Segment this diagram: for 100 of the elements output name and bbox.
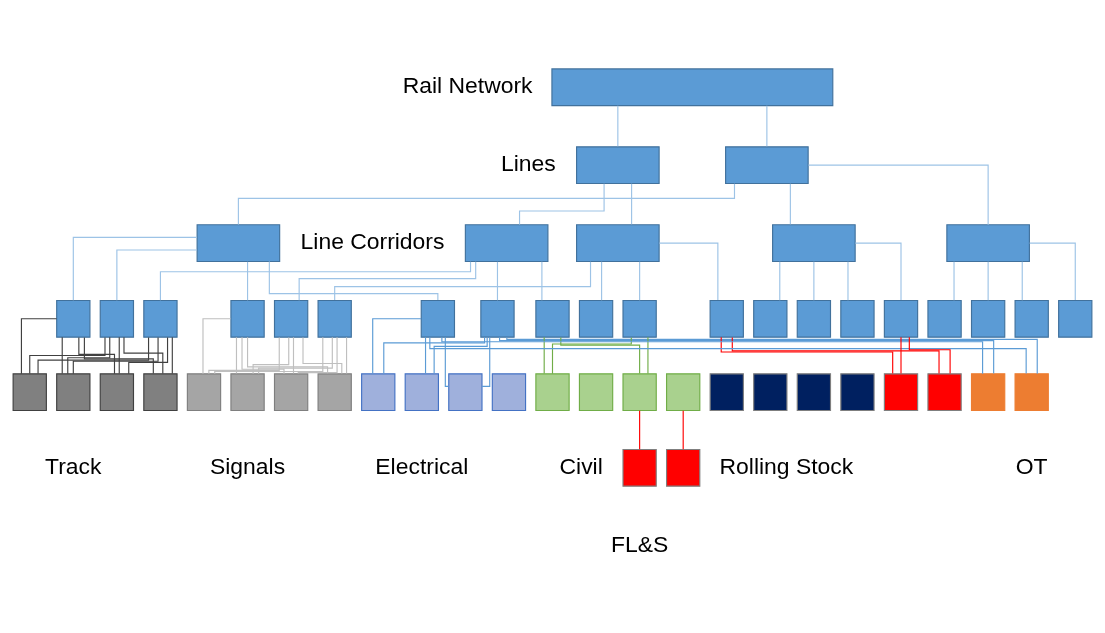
connector (900, 336, 902, 374)
node-box (535, 299, 570, 338)
node-box (56, 299, 91, 338)
label: Signals (209, 452, 286, 479)
connector (372, 318, 422, 375)
connector (247, 336, 329, 374)
node-box (99, 299, 135, 338)
node-box (666, 448, 701, 487)
node-box (622, 373, 657, 412)
node-box (317, 373, 352, 412)
label: Civil (559, 452, 603, 479)
node-box (578, 373, 614, 412)
node-box (576, 146, 660, 185)
node-box (464, 224, 549, 263)
connector (29, 337, 106, 374)
node-box (448, 373, 483, 412)
connector (541, 261, 543, 301)
node-box (883, 373, 919, 412)
node-box (840, 373, 875, 412)
connector (617, 105, 619, 147)
node-box (491, 373, 527, 412)
node-box (709, 373, 744, 412)
connector (298, 261, 477, 301)
node-box (576, 224, 660, 263)
connector (20, 318, 58, 375)
connector (208, 336, 280, 375)
node-box (143, 373, 178, 412)
connector (214, 336, 324, 375)
connector (383, 336, 486, 375)
connector (433, 336, 488, 375)
connector (908, 336, 951, 374)
connector (813, 261, 815, 301)
connector (116, 249, 198, 301)
connector (424, 336, 427, 374)
connector (1029, 242, 1076, 301)
node-box (404, 373, 439, 412)
node-box (1014, 373, 1049, 412)
node-box (970, 373, 1006, 412)
connector (601, 261, 603, 301)
node-box (1014, 299, 1049, 338)
node-box (725, 146, 809, 185)
node-box (622, 299, 657, 338)
label: Electrical (375, 452, 469, 479)
connector (171, 336, 173, 374)
connector (854, 242, 902, 301)
connector (496, 261, 499, 301)
node-box (883, 299, 919, 338)
connector (647, 336, 649, 374)
node-box (796, 373, 832, 412)
node-box (772, 224, 856, 263)
node-box (480, 299, 515, 338)
connector (560, 336, 641, 375)
connector (235, 336, 238, 374)
node-box (99, 373, 135, 412)
label: Line Corridors (300, 227, 445, 254)
connector (268, 261, 439, 301)
node-box (551, 68, 834, 107)
connector (631, 183, 633, 225)
node-box (535, 373, 570, 412)
node-box (186, 373, 222, 412)
connector (252, 336, 290, 375)
connector (682, 410, 684, 450)
connector (37, 336, 150, 375)
node-box (946, 224, 1030, 263)
connector (789, 183, 791, 225)
node-box (1058, 299, 1093, 338)
connector (639, 410, 641, 450)
connector (720, 336, 894, 375)
node-box (753, 299, 788, 338)
node-box (622, 448, 657, 487)
connector (731, 336, 940, 375)
connector (658, 242, 719, 301)
connector (202, 318, 232, 375)
node-box (666, 373, 701, 412)
connector (334, 261, 592, 301)
connector (847, 261, 849, 301)
connector (953, 261, 955, 301)
connector (292, 336, 295, 374)
node-box (420, 299, 456, 338)
node-box (196, 224, 281, 263)
label: FL&S (610, 530, 669, 557)
node-box (273, 299, 309, 338)
connector (481, 336, 491, 387)
connector (258, 336, 333, 375)
node-box (970, 299, 1006, 338)
connector (346, 336, 348, 374)
connector (779, 261, 781, 301)
node-box (230, 373, 265, 412)
connector (639, 261, 641, 301)
node-box (317, 299, 352, 338)
connector (72, 336, 159, 375)
node-box (753, 373, 788, 412)
node-box (143, 299, 178, 338)
label: Track (45, 452, 102, 479)
label: Lines (501, 149, 556, 176)
node-box (927, 373, 962, 412)
node-box (361, 373, 396, 412)
connector (766, 105, 768, 147)
node-box (230, 299, 265, 338)
connector (543, 336, 545, 374)
